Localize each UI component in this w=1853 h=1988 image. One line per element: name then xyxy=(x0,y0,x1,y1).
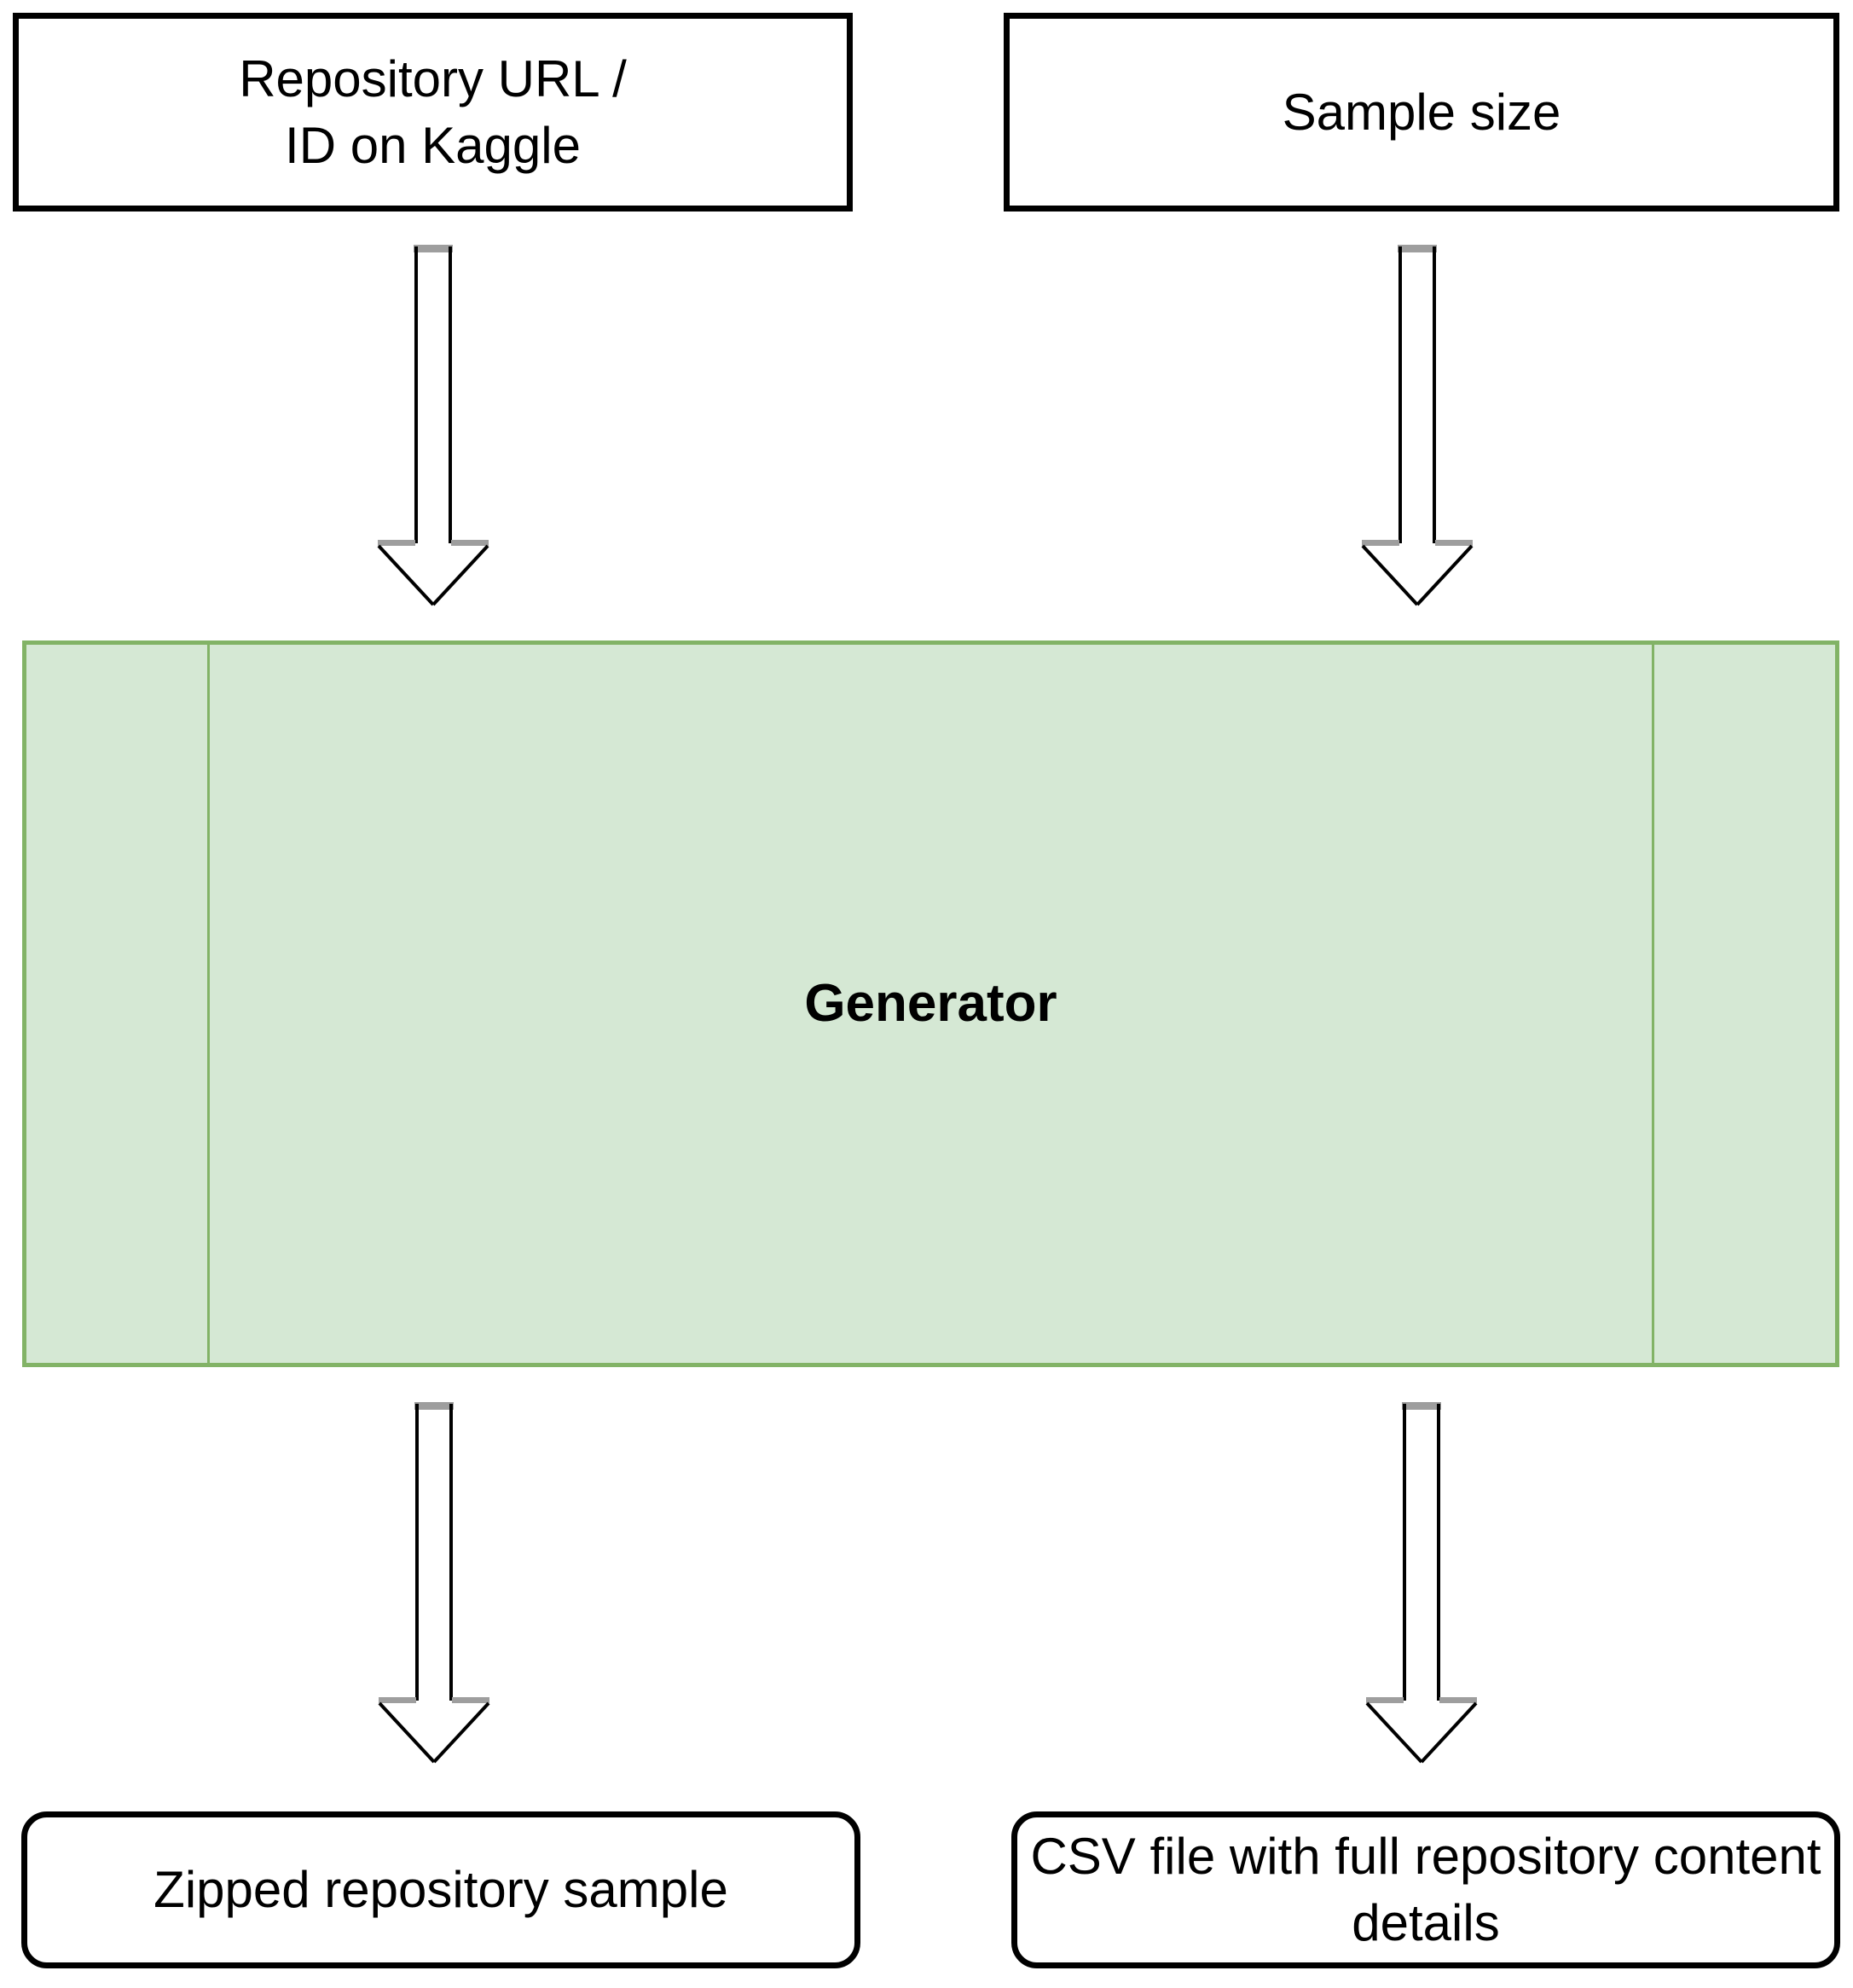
node-output-csv-details: CSV file with full repository content de… xyxy=(1011,1811,1840,1968)
node-label: Generator xyxy=(804,974,1057,1033)
arrow-down-icon-generator-to-csv xyxy=(1364,1402,1479,1764)
arrow-down-icon-generator-to-zip xyxy=(377,1402,491,1764)
arrow-down-icon-sample-to-generator xyxy=(1360,245,1474,606)
node-label: Zipped repository sample xyxy=(153,1861,728,1918)
node-output-zipped-sample: Zipped repository sample xyxy=(21,1811,860,1968)
node-input-sample-size: Sample size xyxy=(1004,13,1839,212)
node-label: CSV file with full repository content de… xyxy=(1030,1828,1821,1951)
process-right-bar xyxy=(1652,645,1654,1363)
node-input-repository-url: Repository URL / ID on Kaggle xyxy=(13,13,853,212)
node-label: Sample size xyxy=(1282,83,1561,141)
arrow-down-icon-repo-to-generator xyxy=(376,245,490,606)
process-left-bar xyxy=(207,645,210,1363)
node-label: Repository URL / ID on Kaggle xyxy=(239,49,627,174)
node-generator-process: Generator xyxy=(22,640,1839,1367)
